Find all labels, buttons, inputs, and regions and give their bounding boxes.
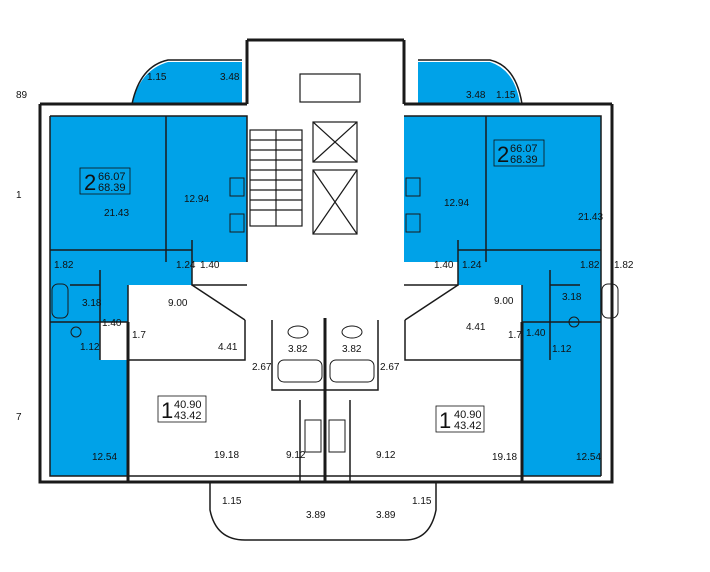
room-area: 3.89 bbox=[306, 510, 326, 521]
right-unit-2-labels: 2 66.07 68.39 3.48 1.15 12.94 21.43 1.40… bbox=[434, 90, 603, 463]
bathtub-icons bbox=[51, 283, 619, 383]
room-area: 3.89 bbox=[376, 510, 396, 521]
room-area: 2.67 bbox=[380, 362, 400, 373]
left-unit-2-area-living: 66.07 bbox=[98, 171, 126, 183]
room-area: 9.12 bbox=[286, 450, 306, 461]
room-area: 9.00 bbox=[168, 298, 188, 309]
right-unit-2-area-total: 68.39 bbox=[510, 154, 538, 166]
room-area: 1.12 bbox=[552, 344, 572, 355]
room-area: 1.24 bbox=[176, 260, 196, 271]
room-area: 4.41 bbox=[218, 342, 238, 353]
left-unit-1-labels: 1 40.90 43.42 1.7 4.41 3.82 2.67 19.18 9… bbox=[132, 330, 326, 521]
edge-label: 89 bbox=[16, 90, 28, 101]
room-area: 1.24 bbox=[462, 260, 482, 271]
room-area: 21.43 bbox=[104, 208, 129, 219]
edge-labels: 89 1 7 1.82 bbox=[16, 90, 634, 423]
room-area: 1.7 bbox=[132, 330, 146, 341]
room-area: 12.54 bbox=[92, 452, 117, 463]
right-unit-1-area-total: 43.42 bbox=[454, 420, 482, 432]
left-unit-2-area-total: 68.39 bbox=[98, 182, 126, 194]
room-area: 3.82 bbox=[342, 344, 362, 355]
room-area: 1.7 bbox=[508, 330, 522, 341]
right-unit-2-rooms: 2 bbox=[497, 142, 509, 167]
room-area: 1.40 bbox=[434, 260, 454, 271]
right-unit-2-area-living: 66.07 bbox=[510, 143, 538, 155]
left-unit-1-rooms: 1 bbox=[161, 398, 173, 423]
room-area: 4.41 bbox=[466, 322, 486, 333]
inner-walls bbox=[49, 115, 602, 482]
room-area: 3.18 bbox=[82, 298, 102, 309]
balconies bbox=[131, 59, 523, 541]
room-area: 1.12 bbox=[80, 342, 100, 353]
room-area: 1.40 bbox=[200, 260, 220, 271]
room-area: 3.48 bbox=[466, 90, 486, 101]
room-area: 12.54 bbox=[576, 452, 601, 463]
room-area: 19.18 bbox=[214, 450, 239, 461]
room-area: 1.40 bbox=[102, 318, 122, 329]
room-area: 3.82 bbox=[288, 344, 308, 355]
stove-icons bbox=[229, 177, 421, 453]
room-area: 1.15 bbox=[147, 72, 167, 83]
edge-label: 1 bbox=[16, 190, 22, 201]
room-area: 1.82 bbox=[580, 260, 600, 271]
right-unit-1-rooms: 1 bbox=[439, 408, 451, 433]
walls bbox=[38, 38, 614, 484]
room-area: 2.67 bbox=[252, 362, 272, 373]
edge-label: 7 bbox=[16, 412, 22, 423]
room-area: 1.82 bbox=[54, 260, 74, 271]
left-unit-2-labels: 2 66.07 68.39 1.15 3.48 21.43 12.94 1.82… bbox=[54, 72, 240, 463]
right-unit-1-area-living: 40.90 bbox=[454, 409, 482, 421]
edge-label: 1.82 bbox=[614, 260, 634, 271]
room-area: 1.40 bbox=[526, 328, 546, 339]
room-area: 21.43 bbox=[578, 212, 603, 223]
left-unit-1-area-total: 43.42 bbox=[174, 410, 202, 422]
room-area: 12.94 bbox=[444, 198, 469, 209]
left-unit-1-area-living: 40.90 bbox=[174, 399, 202, 411]
room-area: 3.48 bbox=[220, 72, 240, 83]
left-unit-2-rooms: 2 bbox=[84, 170, 96, 195]
right-unit-2-fill[interactable] bbox=[404, 62, 601, 476]
right-unit-1-labels: 1 40.90 43.42 4.41 1.7 3.82 2.67 19.18 9… bbox=[342, 322, 522, 521]
room-area: 19.18 bbox=[492, 452, 517, 463]
stair-core bbox=[249, 73, 361, 235]
room-area: 12.94 bbox=[184, 194, 209, 205]
room-area: 1.15 bbox=[222, 496, 242, 507]
room-area: 1.15 bbox=[496, 90, 516, 101]
room-area: 9.12 bbox=[376, 450, 396, 461]
room-area: 1.15 bbox=[412, 496, 432, 507]
room-area: 3.18 bbox=[562, 292, 582, 303]
room-area: 9.00 bbox=[494, 296, 514, 307]
